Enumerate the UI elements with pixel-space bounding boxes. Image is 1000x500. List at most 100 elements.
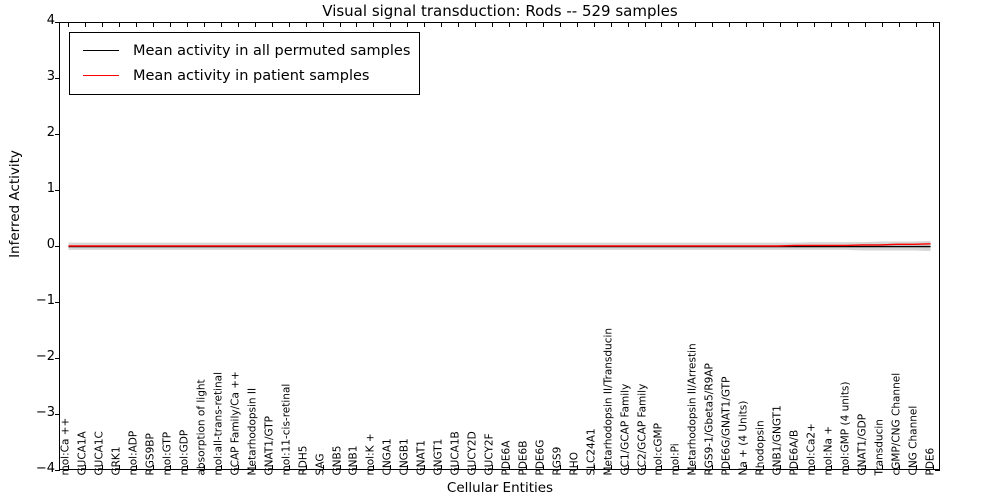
x-axis-tick-mark: [271, 465, 273, 469]
x-axis-tick-mark: [932, 465, 934, 469]
y-axis-tick-mark: [55, 246, 60, 247]
x-axis-tick-mark: [644, 23, 646, 27]
x-axis-tick-label: Rhodopsin: [754, 419, 767, 475]
y-axis-tick-mark: [55, 470, 60, 471]
x-axis-tick-label: GNGT1: [432, 438, 445, 475]
x-axis-tick-mark: [424, 465, 426, 469]
x-axis-tick-mark: [68, 23, 70, 27]
x-axis-tick-mark: [830, 465, 832, 469]
x-axis-tick-label: mol:cGMP: [652, 422, 665, 475]
x-axis-tick-mark: [220, 23, 222, 27]
x-axis-tick-mark: [85, 465, 87, 469]
x-axis-tick-mark: [898, 465, 900, 469]
x-axis-tick-mark: [187, 23, 189, 27]
x-axis-tick-mark: [712, 465, 714, 469]
x-axis-tick-mark: [542, 23, 544, 27]
chart-title: Visual signal transduction: Rods -- 529 …: [322, 2, 678, 20]
x-axis-tick-label: GNB1: [347, 445, 360, 475]
x-axis-tick-mark: [187, 465, 189, 469]
x-axis-tick-label: mol:ADP: [127, 430, 140, 475]
x-axis-tick-mark: [153, 23, 155, 27]
x-axis-tick-label: GNB5: [331, 445, 344, 475]
x-axis-tick-mark: [170, 465, 172, 469]
x-axis-tick-mark: [424, 23, 426, 27]
x-axis-tick-mark: [288, 465, 290, 469]
x-axis-tick-mark: [661, 465, 663, 469]
x-axis-tick-mark: [695, 465, 697, 469]
x-axis-tick-mark: [576, 23, 578, 27]
x-axis-tick-label: RGS9BP: [144, 432, 157, 475]
x-axis-tick-label: CNGA1: [381, 437, 394, 475]
x-axis-tick-mark: [373, 465, 375, 469]
x-axis-tick-mark: [746, 23, 748, 27]
y-axis-tick-label: 2: [46, 125, 55, 140]
x-axis-tick-mark: [373, 23, 375, 27]
y-axis-tick-mark: [55, 302, 60, 303]
x-axis-tick-label: mol:GTP: [161, 431, 174, 475]
legend-item: Mean activity in all permuted samples: [79, 38, 410, 63]
legend-item: Mean activity in patient samples: [79, 63, 410, 88]
x-axis-tick-mark: [525, 23, 527, 27]
x-axis-tick-mark: [576, 465, 578, 469]
x-axis-tick-label: cGMP/CNG Channel: [890, 372, 903, 475]
x-axis-tick-mark: [288, 23, 290, 27]
x-axis-tick-mark: [458, 23, 460, 27]
x-axis-tick-mark: [492, 23, 494, 27]
x-axis-tick-mark: [220, 465, 222, 469]
x-axis-tick-mark: [136, 23, 138, 27]
x-axis-tick-mark: [763, 465, 765, 469]
y-axis-tick-mark: [935, 470, 940, 471]
x-axis-tick-mark: [864, 465, 866, 469]
x-axis-tick-label: Metarhodopsin II/Transducin: [602, 327, 615, 475]
y-axis-tick-mark: [55, 134, 60, 135]
x-axis-tick-mark: [407, 23, 409, 27]
x-axis-tick-mark: [492, 465, 494, 469]
x-axis-tick-mark: [796, 23, 798, 27]
y-axis-tick-label: −3: [35, 405, 55, 420]
x-axis-tick-label: GUCY2F: [483, 432, 496, 475]
x-axis-tick-label: Metarhodopsin II: [246, 387, 259, 475]
x-axis-tick-mark: [813, 23, 815, 27]
x-axis-tick-label: mol:Pi: [669, 442, 682, 475]
x-axis-tick-label: SLC24A1: [585, 427, 598, 475]
x-axis-tick-mark: [542, 465, 544, 469]
x-axis-label: Cellular Entities: [446, 480, 554, 496]
x-axis-tick-mark: [627, 465, 629, 469]
x-axis-tick-mark: [204, 23, 205, 27]
x-axis-tick-label: mol:all-trans-retinal: [212, 371, 225, 475]
x-axis-tick-mark: [864, 23, 866, 27]
x-axis-tick-mark: [763, 23, 765, 27]
x-axis-tick-label: mol:Ca2+: [805, 422, 818, 475]
x-axis-tick-mark: [915, 465, 917, 469]
x-axis-tick-mark: [305, 23, 307, 27]
x-axis-tick-mark: [729, 465, 731, 469]
y-axis-tick-label: 1: [46, 181, 55, 196]
x-axis-tick-label: CNG Channel: [907, 405, 920, 475]
x-axis-tick-mark: [204, 465, 205, 469]
x-axis-tick-label: RGS9-1/Gbeta5/R9AP: [703, 362, 716, 475]
x-axis-tick-label: GNAT1/GTP: [263, 415, 276, 476]
x-axis-tick-label: SAG: [314, 453, 327, 475]
x-axis-tick-label: GUCA1A: [76, 430, 89, 475]
x-axis-tick-mark: [610, 23, 612, 27]
x-axis-tick-mark: [68, 465, 70, 469]
y-axis-tick-mark: [55, 22, 60, 23]
x-axis-tick-label: GUCA1C: [93, 430, 106, 475]
x-axis-tick-label: PDE6: [924, 447, 937, 475]
y-axis-tick-mark: [55, 190, 60, 191]
x-axis-tick-label: RDH5: [297, 445, 310, 475]
x-axis-tick-mark: [339, 23, 341, 27]
x-axis-tick-label: mol:Na +: [822, 425, 835, 475]
x-axis-tick-mark: [322, 465, 324, 469]
x-axis-tick-mark: [796, 465, 798, 469]
x-axis-tick-label: GCAP Family/Ca ++: [229, 370, 242, 475]
x-axis-tick-mark: [339, 465, 341, 469]
x-axis-tick-label: mol:GDP: [178, 429, 191, 475]
x-axis-tick-mark: [780, 465, 782, 469]
x-axis-tick-label: PDE6B: [517, 440, 530, 475]
x-axis-tick-label: PDE6A: [500, 440, 513, 475]
x-axis-tick-label: absorption of light: [195, 378, 208, 475]
x-axis-tick-label: PDE6G/GNAT1/GTP: [720, 376, 733, 475]
x-axis-tick-mark: [136, 465, 138, 469]
x-axis-tick-mark: [170, 23, 172, 27]
